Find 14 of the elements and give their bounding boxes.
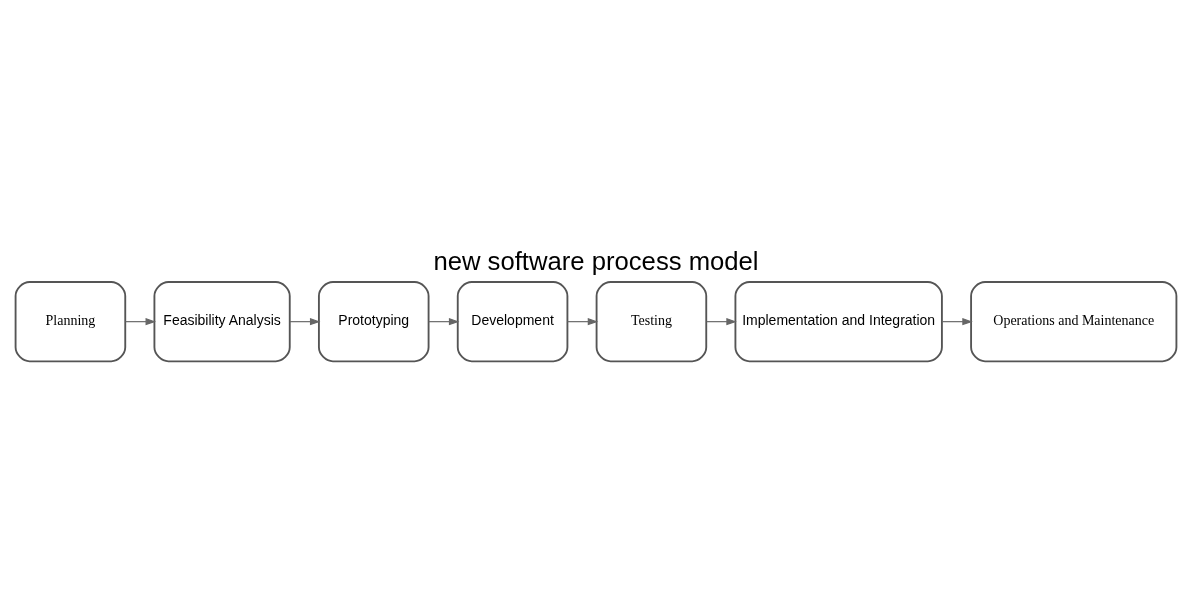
arrow [566, 317, 599, 325]
node-box: Operations and Maintenance [970, 280, 1178, 362]
node-box: Prototyping [318, 280, 430, 362]
node-box: Development [456, 280, 569, 362]
arrow [428, 317, 460, 325]
node-box: Planning [14, 280, 127, 362]
node-box: Feasibility Analysis [153, 280, 291, 362]
arrow [125, 317, 157, 325]
node-box: Implementation and Integration [734, 280, 943, 362]
arrow [941, 317, 973, 325]
node-box: Testing [595, 280, 708, 362]
diagram-title: new software process model [433, 246, 759, 275]
arrow [289, 317, 321, 325]
arrow [706, 317, 737, 325]
